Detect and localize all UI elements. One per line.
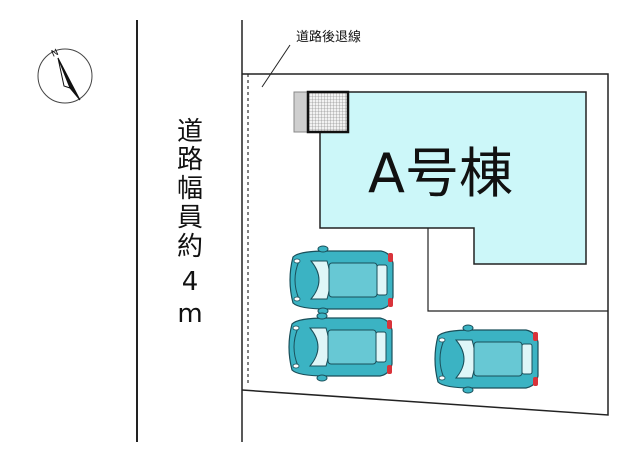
road-label-char-4: 員: [177, 203, 203, 233]
road-label-char-3: 幅: [177, 174, 203, 204]
lot-boundary: [241, 73, 609, 416]
parking-car-3: [434, 324, 539, 394]
inner-lot-line: [427, 228, 608, 312]
parking-car-2: [288, 312, 393, 382]
road-label-char-5: 約: [177, 232, 203, 262]
north-arrow-shade: [57, 57, 71, 89]
road-label-char-7: m: [177, 299, 202, 329]
building-a: [319, 91, 587, 265]
setback-line-label: 道路後退線: [296, 29, 361, 45]
north-arrow-compass: N: [37, 48, 93, 104]
road-width-label: 道 路 幅 員 約 4 m: [177, 117, 203, 329]
road-label-char-1: 道: [177, 117, 203, 147]
building-a-label: A号棟: [368, 142, 513, 205]
meter-box-side: [293, 91, 309, 133]
road-label-char-6: 4: [182, 267, 199, 297]
road-label-char-2: 路: [177, 145, 203, 175]
setback-leader-line: [261, 44, 291, 88]
meter-box: [306, 90, 350, 134]
north-label: N: [50, 48, 60, 60]
parking-car-1: [289, 245, 394, 315]
